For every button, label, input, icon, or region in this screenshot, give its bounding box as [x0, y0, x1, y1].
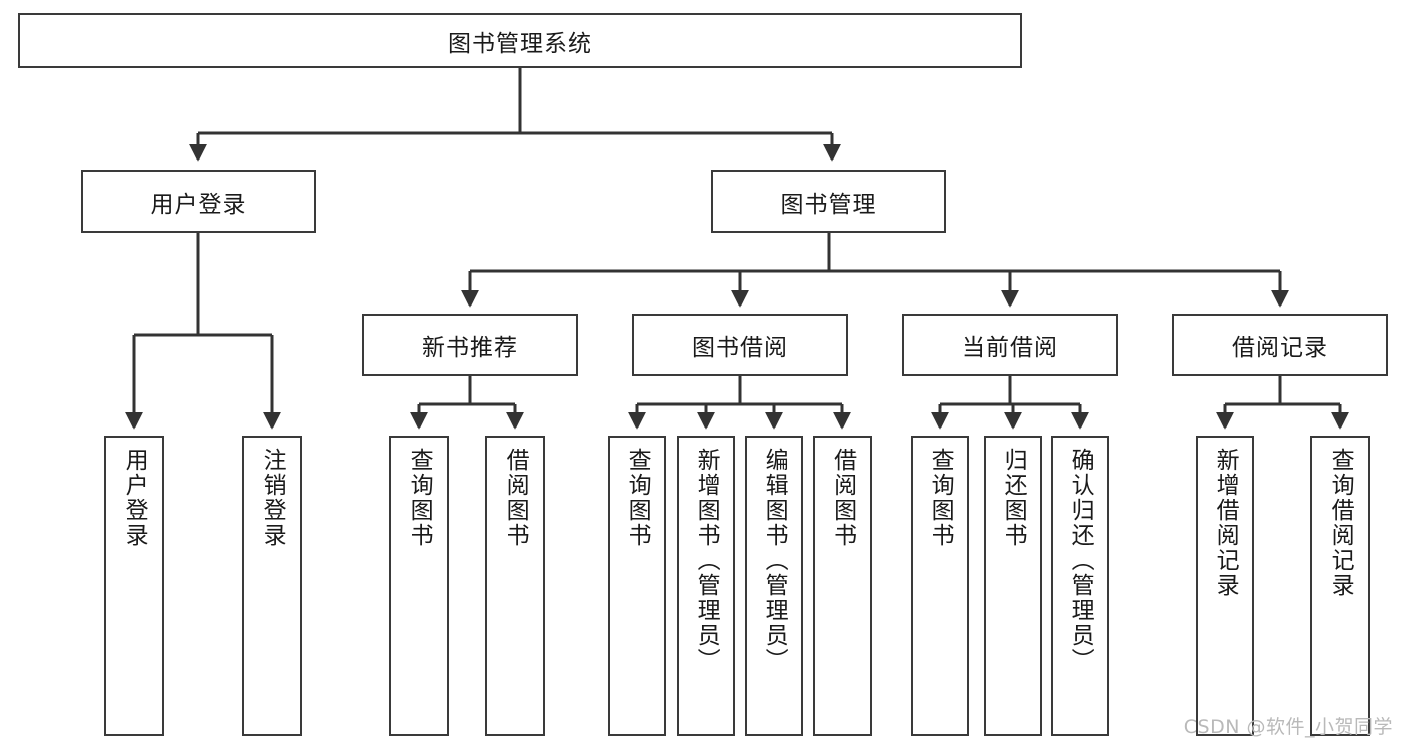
- leaf-node[interactable]: 用户登录: [104, 436, 164, 736]
- leaf-node-label: 查询图书: [406, 448, 433, 548]
- leaf-node-label: 查询图书: [624, 448, 651, 548]
- node-new-book-recommendation-label: 新书推荐: [422, 335, 518, 361]
- leaf-node[interactable]: 查询借阅记录: [1310, 436, 1370, 736]
- node-user-login-label: 用户登录: [150, 191, 247, 218]
- node-book-management-label: 图书管理: [780, 191, 877, 218]
- leaf-node-label: 借阅图书: [829, 448, 856, 548]
- leaf-node[interactable]: 查询图书: [911, 436, 969, 736]
- node-borrow-records[interactable]: 借阅记录: [1172, 314, 1388, 376]
- node-current-borrowing[interactable]: 当前借阅: [902, 314, 1118, 376]
- node-root-system[interactable]: 图书管理系统: [18, 13, 1022, 68]
- leaf-node-label: 归还图书: [1000, 448, 1027, 548]
- node-root-label: 图书管理系统: [448, 30, 592, 57]
- leaf-node[interactable]: 归还图书: [984, 436, 1042, 736]
- leaf-node-label: 确认归还（管理员）: [1067, 448, 1094, 673]
- node-book-borrowing[interactable]: 图书借阅: [632, 314, 848, 376]
- leaf-node[interactable]: 新增借阅记录: [1196, 436, 1254, 736]
- leaf-node-label: 新增图书（管理员）: [693, 448, 720, 673]
- node-user-login[interactable]: 用户登录: [81, 170, 316, 233]
- leaf-node-label: 编辑图书（管理员）: [761, 448, 788, 673]
- leaf-node[interactable]: 借阅图书: [485, 436, 545, 736]
- leaf-node-label: 查询图书: [927, 448, 954, 548]
- leaf-node[interactable]: 查询图书: [608, 436, 666, 736]
- leaf-node[interactable]: 借阅图书: [813, 436, 872, 736]
- leaf-node[interactable]: 新增图书（管理员）: [677, 436, 735, 736]
- leaf-node[interactable]: 确认归还（管理员）: [1051, 436, 1109, 736]
- node-new-book-recommendation[interactable]: 新书推荐: [362, 314, 578, 376]
- node-borrow-records-label: 借阅记录: [1232, 335, 1328, 361]
- leaf-node-label: 新增借阅记录: [1212, 448, 1239, 598]
- leaf-node-label: 借阅图书: [502, 448, 529, 548]
- node-current-borrowing-label: 当前借阅: [962, 335, 1058, 361]
- leaf-node-label: 查询借阅记录: [1327, 448, 1354, 598]
- watermark-text: CSDN @软件_小贺同学: [1183, 716, 1393, 738]
- leaf-node-label: 用户登录: [121, 448, 148, 548]
- leaf-node[interactable]: 查询图书: [389, 436, 449, 736]
- node-book-management[interactable]: 图书管理: [711, 170, 946, 233]
- leaf-node[interactable]: 注销登录: [242, 436, 302, 736]
- node-book-borrowing-label: 图书借阅: [692, 335, 788, 361]
- leaf-node-label: 注销登录: [259, 448, 286, 548]
- leaf-node[interactable]: 编辑图书（管理员）: [745, 436, 803, 736]
